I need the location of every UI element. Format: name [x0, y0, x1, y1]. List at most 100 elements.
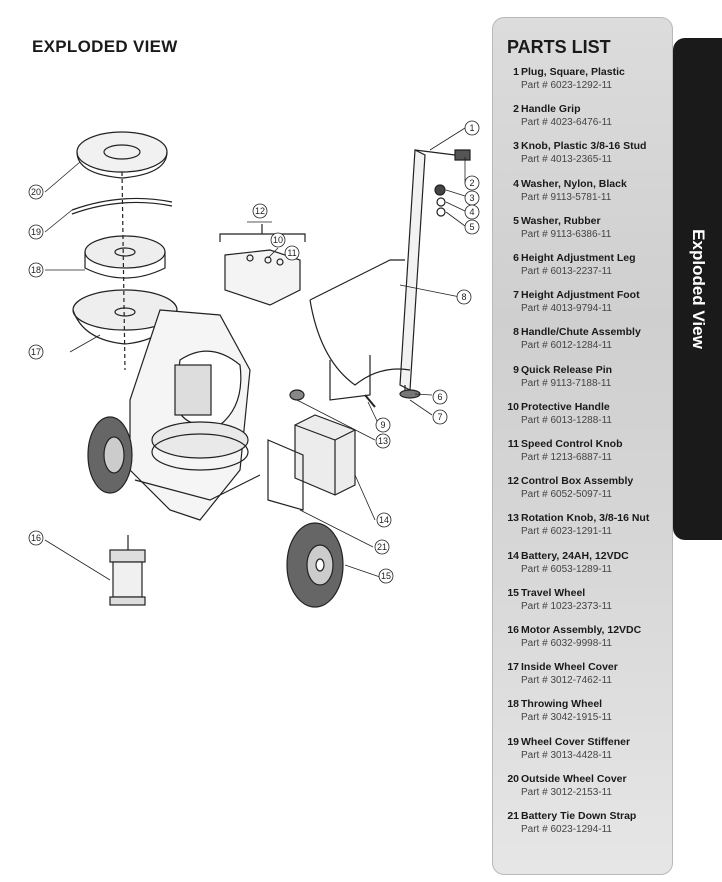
- svg-text:19: 19: [31, 227, 41, 237]
- part-number: 10: [507, 400, 519, 413]
- part-name: Speed Control Knob: [521, 438, 623, 450]
- part-number: 20: [507, 772, 519, 785]
- callout-20: 20: [28, 184, 44, 200]
- part-catalog-number: Part # 6013-1288-11: [521, 414, 612, 426]
- callout-8: 8: [456, 289, 472, 305]
- svg-text:8: 8: [461, 292, 466, 302]
- parts-list-title: PARTS LIST: [507, 37, 611, 57]
- part-name: Wheel Cover Stiffener: [521, 735, 631, 748]
- part-name: Inside Wheel Cover: [521, 661, 618, 674]
- part-number: 1: [513, 66, 519, 78]
- part-name: Knob, Plastic 3/8-16 Stud: [521, 140, 647, 153]
- svg-text:9: 9: [380, 420, 385, 430]
- svg-text:17: 17: [31, 347, 41, 357]
- part-catalog-number: Part # 9113-6386-11: [521, 228, 612, 240]
- motor-assembly: [109, 535, 146, 606]
- left-travel-wheel: [87, 416, 133, 494]
- callout-18: 18: [28, 262, 44, 278]
- part-catalog-number: Part # 1213-6887-11: [521, 452, 612, 463]
- rotation-knob: [289, 389, 305, 401]
- part-name: Quick Release Pin: [521, 363, 613, 376]
- outside-wheel-cover: [76, 131, 168, 179]
- part-catalog-number: Part # 3013-4428-11: [521, 749, 612, 761]
- exploded-view-diagram: 1 2 3 4 5 6 7 8 9 10 11 12 13 14 15 16 1…: [10, 110, 485, 630]
- part-number: 8: [513, 326, 519, 339]
- part-name: Washer, Rubber: [521, 214, 601, 227]
- part-name: Protective Handle: [521, 400, 610, 413]
- control-box-assembly: [219, 224, 306, 306]
- callout-13: 13: [375, 433, 391, 449]
- part-number: 9: [513, 363, 519, 376]
- svg-text:2: 2: [469, 178, 474, 188]
- side-tab-label: Exploded View: [688, 229, 708, 349]
- part-catalog-number: Part # 9113-5781-11: [521, 191, 612, 203]
- svg-text:7: 7: [437, 412, 442, 422]
- part-number: 17: [507, 661, 519, 674]
- svg-text:6: 6: [437, 392, 442, 402]
- part-number: 2: [513, 103, 519, 116]
- svg-text:1: 1: [469, 123, 474, 133]
- callout-1: 1: [464, 120, 480, 136]
- svg-text:10: 10: [273, 235, 283, 245]
- svg-text:16: 16: [31, 533, 41, 543]
- svg-text:21: 21: [377, 542, 387, 552]
- callout-11: 11: [284, 245, 300, 261]
- page-title: EXPLODED VIEW: [32, 37, 178, 56]
- inside-wheel-cover: [72, 289, 178, 345]
- part-catalog-number: Part # 6023-1291-11: [521, 526, 612, 538]
- part-name: Handle/Chute Assembly: [521, 326, 641, 339]
- svg-text:5: 5: [469, 222, 474, 232]
- part-number: 6: [513, 252, 519, 264]
- part-number: 4: [513, 177, 519, 190]
- part-number: 18: [507, 698, 519, 711]
- throwing-wheel: [84, 235, 166, 279]
- callout-14: 14: [376, 512, 392, 528]
- part-catalog-number: Part # 6012-1284-11: [521, 340, 612, 352]
- svg-text:18: 18: [31, 265, 41, 275]
- part-catalog-number: Part # 4023-6476-11: [521, 117, 612, 129]
- part-catalog-number: Part # 1023-2373-11: [521, 600, 612, 612]
- part-number: 14: [507, 549, 519, 562]
- part-catalog-number: Part # 6023-1294-11: [521, 824, 612, 835]
- svg-text:20: 20: [31, 187, 41, 197]
- part-name: Control Box Assembly: [521, 475, 634, 488]
- part-number: 12: [507, 475, 519, 488]
- callout-2: 2: [464, 175, 480, 191]
- battery-tie-down-strap: [267, 439, 304, 511]
- callout-16: 16: [28, 530, 44, 546]
- callout-21: 21: [374, 539, 390, 555]
- part-name: Battery Tie Down Strap: [521, 810, 637, 822]
- part-name: Height Adjustment Foot: [521, 289, 640, 302]
- part-number: 16: [507, 624, 519, 636]
- svg-text:14: 14: [379, 515, 389, 525]
- part-name: Motor Assembly, 12VDC: [521, 624, 642, 636]
- callout-9: 9: [375, 417, 391, 433]
- section-side-tab: Exploded View: [673, 38, 722, 540]
- machine-illustration: 1 2 3 4 5 6 7 8 9 10 11 12 13 14 15 16 1…: [28, 120, 480, 608]
- svg-text:13: 13: [378, 436, 388, 446]
- part-catalog-number: Part # 6052-5097-11: [521, 489, 612, 501]
- svg-text:3: 3: [469, 193, 474, 203]
- part-number: 19: [507, 735, 519, 748]
- part-catalog-number: Part # 9113-7188-11: [521, 377, 612, 389]
- callout-12: 12: [252, 203, 268, 219]
- part-number: 7: [513, 289, 519, 302]
- svg-text:15: 15: [381, 571, 391, 581]
- svg-text:4: 4: [469, 207, 474, 217]
- part-name: Travel Wheel: [521, 586, 586, 599]
- callout-10: 10: [270, 232, 286, 248]
- callout-15: 15: [378, 568, 394, 584]
- part-number: 5: [513, 214, 519, 227]
- part-catalog-number: Part # 4013-9794-11: [521, 303, 612, 315]
- part-name: Rotation Knob, 3/8-16 Nut: [521, 512, 650, 525]
- part-catalog-number: Part # 6053-1289-11: [521, 563, 612, 575]
- callout-7: 7: [432, 409, 448, 425]
- part-number: 11: [507, 438, 519, 450]
- part-catalog-number: Part # 6032-9998-11: [521, 638, 612, 649]
- part-name: Throwing Wheel: [521, 698, 603, 711]
- battery: [294, 414, 356, 496]
- part-catalog-number: Part # 3012-2153-11: [521, 786, 612, 798]
- part-catalog-number: Part # 3012-7462-11: [521, 675, 612, 687]
- part-number: 3: [513, 140, 519, 153]
